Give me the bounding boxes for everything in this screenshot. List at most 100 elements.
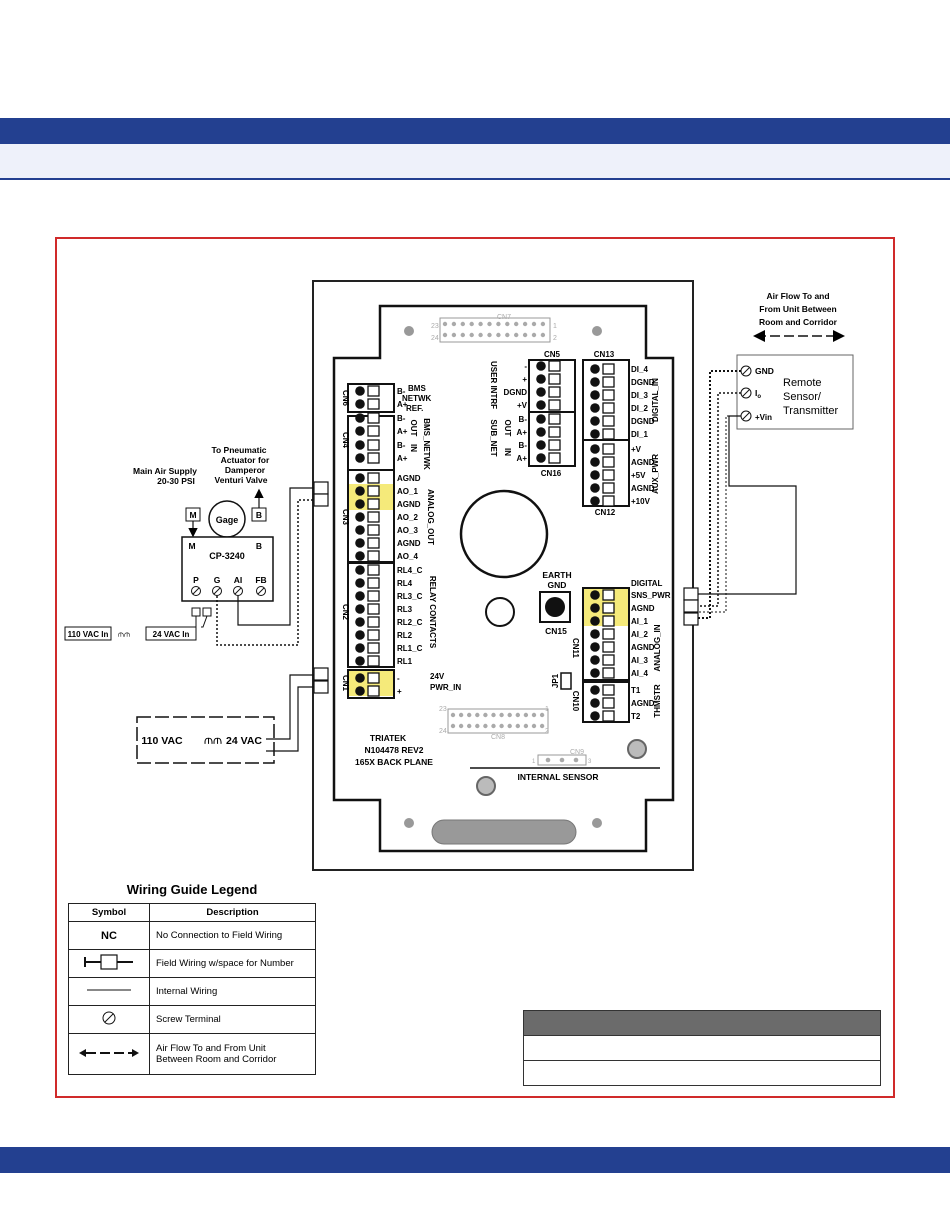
header-pin — [505, 321, 510, 327]
legend-description: Air Flow To and From Unit Between Room a… — [149, 1033, 316, 1075]
terminal-pin — [590, 697, 615, 709]
terminal-pin — [590, 710, 615, 722]
pin-label: AI_3 — [631, 656, 648, 665]
legend-description: Field Wiring w/space for Number — [149, 949, 316, 978]
header-pin — [491, 712, 496, 718]
header-pin — [487, 321, 492, 327]
svg-text:Sensor/: Sensor/ — [783, 391, 822, 403]
legend-description: Screw Terminal — [149, 1005, 316, 1034]
terminal-pin — [355, 425, 380, 437]
svg-text:OUT: OUT — [409, 420, 418, 437]
svg-text:BMS_NETWK: BMS_NETWK — [422, 418, 431, 470]
header-pin — [450, 712, 456, 718]
svg-text:CN12: CN12 — [595, 508, 616, 517]
svg-text:A+: A+ — [397, 427, 408, 436]
header-pin — [496, 332, 501, 338]
header-pin — [458, 723, 464, 729]
svg-text:CN11: CN11 — [571, 638, 580, 659]
transformer-coil-icon: ⫙⫙ — [118, 629, 131, 639]
remote-sensor-box — [736, 354, 854, 430]
cn8-header: CN8 23 24 1 2 — [439, 706, 549, 741]
svg-text:Gage: Gage — [216, 515, 239, 525]
legend-row: Field Wiring w/space for Number — [68, 949, 316, 978]
svg-text:CN6: CN6 — [341, 390, 350, 407]
header-pin — [507, 723, 512, 729]
pin-label: RL2_C — [397, 618, 423, 627]
svg-text:B: B — [256, 510, 262, 520]
header-pin — [460, 332, 465, 338]
svg-text:OUT: OUT — [503, 420, 512, 437]
svg-text:Transmitter: Transmitter — [783, 405, 839, 417]
header-pin — [475, 712, 480, 718]
svg-text:B: B — [256, 541, 262, 551]
svg-text:-: - — [397, 674, 400, 683]
header-pin — [515, 723, 520, 729]
pin-label: AO_4 — [397, 552, 418, 561]
svg-text:FB: FB — [255, 575, 266, 585]
svg-text:B-: B- — [397, 441, 406, 450]
pin-label: T1 — [631, 686, 641, 695]
header-pin — [467, 712, 472, 718]
screw-terminal-icon — [68, 1005, 150, 1034]
cn9-header: CN9 1 3 — [532, 749, 592, 766]
terminal-pin — [590, 376, 615, 388]
svg-text:1: 1 — [545, 706, 549, 713]
svg-text:CN15: CN15 — [545, 626, 567, 636]
terminal-pin — [590, 589, 615, 601]
svg-text:A+: A+ — [517, 428, 528, 437]
svg-text:CN1: CN1 — [341, 675, 350, 692]
terminal-pin — [590, 654, 615, 666]
terminal-pin — [536, 373, 561, 385]
pin-label: AO_1 — [397, 487, 418, 496]
header-pin — [499, 712, 504, 718]
svg-text:24V: 24V — [430, 672, 445, 681]
svg-text:CN4: CN4 — [341, 432, 350, 449]
svg-text:M: M — [188, 541, 195, 551]
terminal-pin — [536, 413, 561, 425]
header-pin — [514, 332, 519, 338]
terminal-pin — [355, 524, 380, 536]
terminal-pin — [355, 439, 380, 451]
svg-text:RELAY CONTACTS: RELAY CONTACTS — [428, 576, 437, 649]
header-pin — [469, 332, 474, 338]
header-pin — [467, 723, 472, 729]
jp1-jumper — [560, 672, 572, 690]
svg-text:2: 2 — [545, 728, 549, 735]
legend-row: Screw Terminal — [68, 1005, 316, 1034]
svg-text:USER INTRF: USER INTRF — [489, 361, 498, 409]
pin-label: AO_3 — [397, 526, 418, 535]
svg-text:B-: B- — [397, 414, 406, 423]
svg-text:AUX_PWR: AUX_PWR — [651, 454, 660, 494]
svg-text:CN7: CN7 — [497, 314, 511, 321]
blank-table-header — [523, 1010, 881, 1036]
svg-text:REF.: REF. — [406, 404, 423, 413]
terminal-pin — [590, 469, 615, 481]
terminal-pin — [355, 616, 380, 628]
svg-text:23: 23 — [431, 323, 439, 330]
terminal-pin — [355, 472, 380, 484]
header-pin — [507, 712, 512, 718]
header-pin — [515, 712, 520, 718]
svg-text:+: + — [522, 375, 527, 384]
svg-text:Venturi Valve: Venturi Valve — [215, 475, 268, 485]
legend-table: Symbol Description NC No Connection to F… — [68, 903, 316, 1075]
terminal-pin — [590, 615, 615, 627]
svg-text:THMSTR: THMSTR — [653, 684, 662, 718]
svg-text:+: + — [397, 687, 402, 696]
pin-label: SNS_PWR — [631, 591, 671, 600]
svg-text:IN: IN — [409, 444, 418, 452]
svg-text:JP1: JP1 — [551, 673, 560, 688]
svg-text:Main Air Supply: Main Air Supply — [133, 466, 197, 476]
header-band — [0, 118, 950, 144]
terminal-pin — [355, 398, 380, 410]
svg-text:CN2: CN2 — [341, 604, 350, 621]
terminal-pin — [355, 452, 380, 464]
svg-text:SUB_NET: SUB_NET — [489, 419, 498, 456]
header-pin — [487, 332, 492, 338]
svg-text:1: 1 — [553, 323, 557, 330]
terminal-pin — [355, 385, 380, 397]
terminal-pin — [536, 439, 561, 451]
svg-text:+Vin: +Vin — [755, 413, 772, 422]
svg-text:B-: B- — [519, 415, 528, 424]
